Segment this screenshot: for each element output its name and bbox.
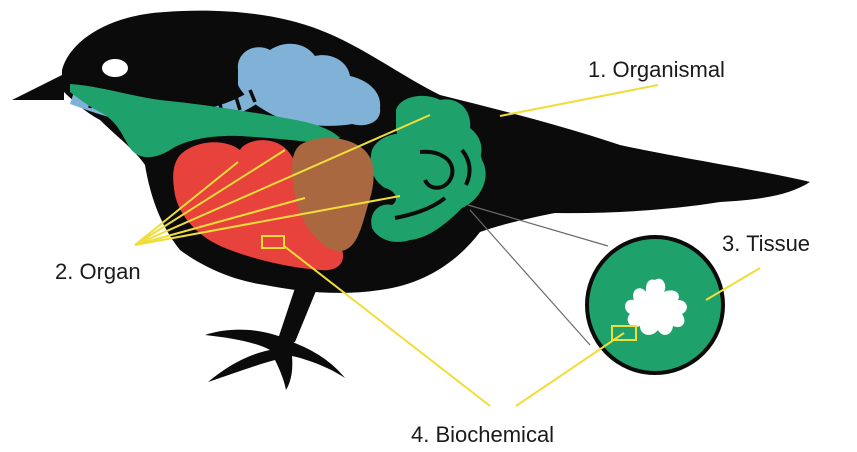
biochemical-label: 4. Biochemical xyxy=(411,424,554,446)
bird-foot xyxy=(205,330,345,390)
organismal-label: 1. Organismal xyxy=(588,59,725,81)
bird-beak xyxy=(12,74,64,100)
organ-label: 2. Organ xyxy=(55,261,141,283)
bird-eye xyxy=(102,59,128,77)
tissue-label: 3. Tissue xyxy=(722,233,810,255)
